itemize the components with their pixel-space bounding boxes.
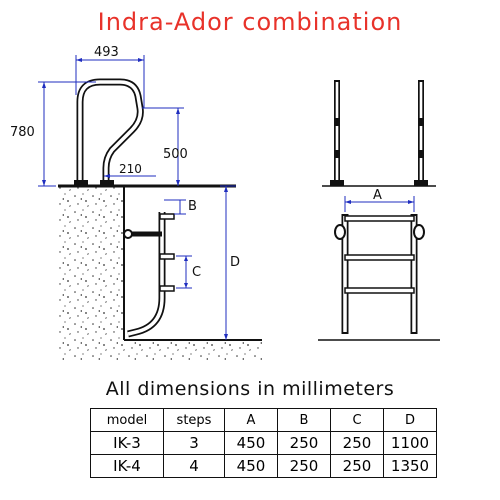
header-steps: steps	[163, 408, 225, 432]
wall-bumper	[413, 224, 425, 240]
header-d: D	[383, 408, 437, 432]
header-a: A	[224, 408, 278, 432]
dim-210-label: 210	[119, 162, 142, 176]
dim-b-label: B	[188, 199, 197, 214]
anchor-plate	[330, 180, 344, 186]
cell-d: 1350	[383, 454, 437, 478]
diagram-title: Indra-Ador combination	[97, 8, 403, 36]
dim-a-label: A	[373, 188, 382, 203]
cell-model: IK-4	[90, 454, 164, 478]
step-tread	[344, 254, 415, 261]
step-tread	[344, 287, 415, 294]
cell-c: 250	[330, 431, 384, 455]
cell-model: IK-3	[90, 431, 164, 455]
header-c: C	[330, 408, 384, 432]
header-b: B	[277, 408, 331, 432]
dim-c-label: C	[192, 265, 201, 280]
table-row: IK-4 4 450 250 250 1350	[90, 454, 437, 478]
step-tread	[159, 253, 175, 260]
pool-wall-concrete	[58, 187, 262, 360]
anchor-plate	[100, 180, 114, 186]
handrail-front-view	[322, 80, 436, 187]
cell-a: 450	[224, 431, 278, 455]
wall-bumper	[123, 229, 133, 239]
anchor-plate	[414, 180, 428, 186]
cell-steps: 3	[163, 431, 225, 455]
cell-c: 250	[330, 454, 384, 478]
side-view: 493 780 500 210 B C D	[10, 45, 262, 360]
table-row: IK-3 3 450 250 250 1100	[90, 431, 437, 455]
wall-bumper	[334, 224, 346, 240]
anchor-plate	[74, 180, 88, 186]
table-header-row: model steps A B C D	[90, 408, 437, 432]
ladder-front-view: A	[318, 188, 440, 341]
dim-780-label: 780	[10, 125, 35, 140]
step-tread	[159, 285, 175, 292]
cell-a: 450	[224, 454, 278, 478]
header-model: model	[90, 408, 164, 432]
units-note: All dimensions in millimeters	[105, 378, 395, 400]
dim-500-label: 500	[163, 147, 188, 162]
step-tread	[344, 215, 415, 222]
cell-b: 250	[277, 454, 331, 478]
cell-d: 1100	[383, 431, 437, 455]
dimensions-table: model steps A B C D IK-3 3 450 250 250 1…	[90, 408, 437, 478]
dim-d-label: D	[230, 255, 240, 270]
dim-493-label: 493	[94, 45, 119, 60]
step-tread	[159, 213, 175, 220]
cell-b: 250	[277, 431, 331, 455]
cell-steps: 4	[163, 454, 225, 478]
